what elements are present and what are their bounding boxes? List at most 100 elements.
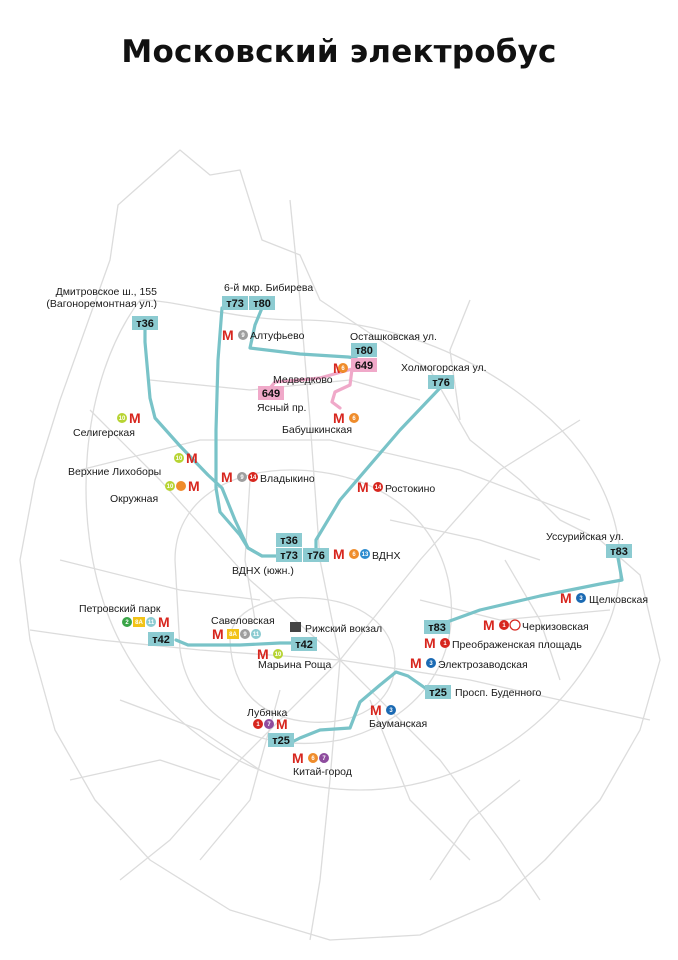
route-badges: т36 т73 т80 т80 649 649 т76 т36 т73 т76 … [132,296,632,747]
metro-icon: М [483,617,495,633]
map-text: 1 [502,623,506,629]
map-text: 3 [389,708,393,714]
badge-t42-petr: т42 [148,632,174,646]
badge-t36-vdnh: т36 [276,533,302,547]
metro-icon: М [257,646,269,662]
badge-t73-north: т73 [222,296,248,310]
route-t36 [143,328,264,558]
metro-icon: М [370,702,382,718]
map-text: 13 [362,552,369,558]
metro-icon: М [333,410,345,426]
map-text: 10 [167,484,174,490]
route-t42 [174,638,294,647]
badge-t80-ost: т80 [351,343,377,357]
label-babushkinskaya: Бабушкинская [282,424,352,436]
badge-t80-north: т80 [249,296,275,310]
map-text: 8А [135,620,143,626]
label-seligerskaya: Селигерская [73,427,135,439]
map-text: т73 [226,298,244,310]
map-text: т76 [432,377,450,389]
label-dmitrovskoe-1: Дмитровское ш., 155 [56,286,158,298]
metro-icon: М [357,479,369,495]
map-text: 649 [262,388,280,400]
metro-icon: М [560,590,572,606]
label-rostokino: Ростокино [385,483,435,495]
badge-649-ost: 649 [351,358,377,372]
label-baumanskaya: Бауманская [369,718,427,730]
route-t76 [314,386,442,558]
map-text: 6 [341,366,345,372]
map-text: т80 [253,298,271,310]
map-text: т42 [295,639,313,651]
map-text: т42 [152,634,170,646]
label-cherkizovskaya: Черкизовская [522,621,589,633]
badge-649-yasny: 649 [258,386,284,400]
map-text: 10 [275,652,282,658]
badge-t76-holm: т76 [428,375,454,389]
route-t80 [248,306,358,360]
map-text: 3 [579,596,583,602]
badge-t83-ussur: т83 [606,544,632,558]
map-text: т25 [272,735,290,747]
train-station-icon [290,622,301,632]
map-text: 1 [256,722,260,728]
badge-t73-vdnh: т73 [276,548,302,562]
route-649 [268,367,354,410]
label-elektrozavodskaya: Электрозаводская [438,659,528,671]
metro-icon: М [292,750,304,766]
map-text: 6 [311,756,315,762]
map-text: 6 [352,416,356,422]
map-text: 2 [125,620,129,626]
road-network [19,149,661,941]
map-text: т83 [428,622,446,634]
badge-t76-vdnh: т76 [303,548,329,562]
stop-labels: Дмитровское ш., 155 (Вагоноремонтная ул.… [46,282,648,778]
badge-t25-luby: т25 [268,733,294,747]
metro-icon: М [129,410,141,426]
metro-icon: М [186,450,198,466]
map-text: 14 [375,485,382,491]
map-text: т76 [307,550,325,562]
map-text: 1 [443,641,447,647]
metro-markers: М 9 М 6 М 6 10 М 10 М 10 М М 9 14 М 14 М… [117,327,586,766]
map-text: 9 [240,475,244,481]
label-ussuriyskaya: Уссурийская ул. [546,531,624,543]
map-text: т73 [280,550,298,562]
metro-icon: М [424,635,436,651]
route-t73 [214,306,292,558]
label-bibirevo: 6-й мкр. Бибирева [224,282,313,294]
map-text: 7 [322,756,326,762]
map-text: 3 [429,661,433,667]
map-text: 8А [229,632,237,638]
map-text: 649 [355,360,373,372]
label-medvedkovo: Медведково [273,374,333,386]
routes [143,306,624,744]
badge-t42-sav: т42 [291,637,317,651]
metro-icon: М [158,614,170,630]
map-text: т25 [429,687,447,699]
map-text: 9 [243,632,247,638]
map-text: 11 [253,632,260,638]
map-text: т36 [136,318,154,330]
badge-t83-cherk: т83 [424,620,450,634]
label-budennogo: Просп. Буденного [455,687,542,699]
label-okruzhnaya: Окружная [110,493,158,505]
label-maryina: Марьина Роща [258,659,331,671]
label-yasny: Ясный пр. [257,402,306,414]
route-t25 [290,670,430,744]
map-text: 9 [241,333,245,339]
map-text: 6 [352,552,356,558]
label-dmitrovskoe-2: (Вагоноремонтная ул.) [46,298,157,310]
label-schelkovskaya: Щелковская [589,594,648,606]
map-text: 14 [250,475,257,481]
label-vladykino: Владыкино [260,473,315,485]
badge-t36-north: т36 [132,316,158,330]
map-text: 10 [176,456,183,462]
metro-icon: М [221,469,233,485]
metro-icon: М [188,478,200,494]
label-verhnie: Верхние Лихоборы [68,466,161,478]
label-petrovsky: Петровский парк [79,603,161,615]
label-vdnh-south: ВДНХ (южн.) [232,565,294,577]
metro-icon: М [212,626,224,642]
